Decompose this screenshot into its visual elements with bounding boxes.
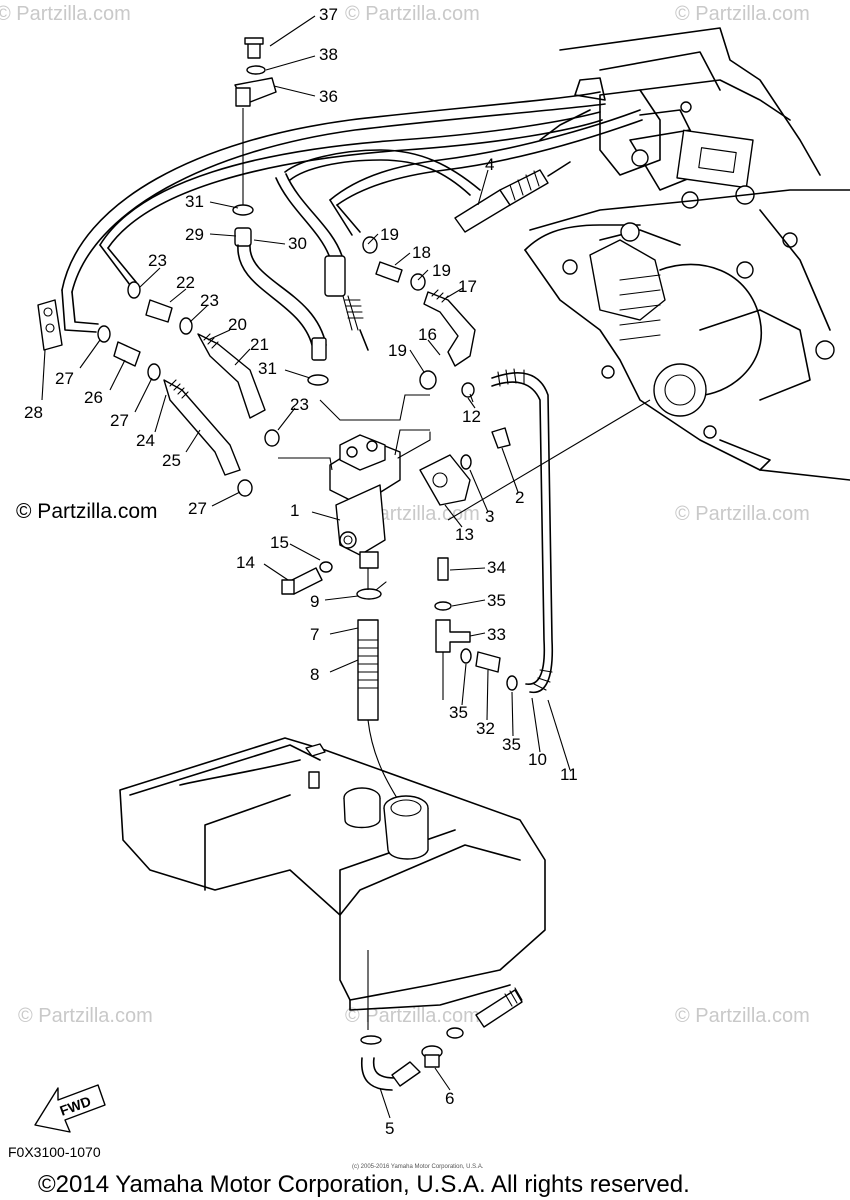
- callout-31-mid: 31: [258, 359, 277, 378]
- hose-17-assembly: [329, 199, 476, 398]
- callout-6: 6: [445, 1089, 454, 1108]
- callout-18: 18: [412, 243, 431, 262]
- diagram-code: F0X3100-1070: [8, 1144, 101, 1160]
- callout-19-c: 19: [388, 341, 407, 360]
- fuel-tank: [119, 737, 546, 1030]
- upper-hoses: [61, 91, 643, 293]
- leader-lines: [41, 15, 571, 1119]
- watermark-bottom-right: © Partzilla.com: [675, 1005, 810, 1027]
- callout-13: 13: [455, 525, 474, 544]
- watermarks: © Partzilla.com © Partzilla.com © Partzi…: [0, 3, 810, 1027]
- callout-24: 24: [136, 431, 155, 450]
- callout-21: 21: [250, 335, 269, 354]
- callout-27-b: 27: [110, 411, 129, 430]
- callout-23-a: 23: [148, 251, 167, 270]
- callout-2: 2: [515, 488, 524, 507]
- callout-4: 4: [485, 155, 494, 174]
- callout-numbers: 37 38 36 31 29 30 4 19 18 19 17 16 19 12…: [24, 5, 578, 1138]
- callout-31-top: 31: [185, 192, 204, 211]
- callout-8: 8: [310, 665, 319, 684]
- copyright-notice: ©2014 Yamaha Motor Corporation, U.S.A. A…: [38, 1171, 690, 1198]
- watermark-bottom-center: © Partzilla.com: [345, 1005, 480, 1027]
- callout-35-c: 35: [502, 735, 521, 754]
- callout-32: 32: [476, 719, 495, 738]
- watermark-mid-right: © Partzilla.com: [675, 503, 810, 525]
- left-hose-assemblies: [37, 244, 280, 497]
- callout-28: 28: [24, 403, 43, 422]
- callout-19-a: 19: [380, 225, 399, 244]
- parts-2-3-12-13: [394, 427, 511, 506]
- callout-20: 20: [228, 315, 247, 334]
- callout-12: 12: [462, 407, 481, 426]
- parts-14-15: [281, 561, 333, 595]
- callout-38: 38: [319, 45, 338, 64]
- callout-30: 30: [288, 234, 307, 253]
- fwd-arrow: FWD: [34, 1084, 106, 1133]
- watermark-top-left: © Partzilla.com: [0, 3, 131, 25]
- callout-35-b: 35: [449, 703, 468, 722]
- callout-15: 15: [270, 533, 289, 552]
- parts-32-35: [434, 557, 518, 700]
- callout-11: 11: [560, 765, 578, 784]
- callout-33: 33: [487, 625, 506, 644]
- callout-26: 26: [84, 388, 103, 407]
- small-copyright: (c) 2005-2016 Yamaha Motor Corporation, …: [352, 1164, 484, 1170]
- callout-27-c: 27: [188, 499, 207, 518]
- callout-17: 17: [458, 277, 477, 296]
- callout-35-a: 35: [487, 591, 506, 610]
- callout-27-a: 27: [55, 369, 74, 388]
- watermark-top-center: © Partzilla.com: [345, 3, 480, 25]
- watermark-prominent: © Partzilla.com: [16, 500, 158, 523]
- callout-29: 29: [185, 225, 204, 244]
- callout-1: 1: [290, 501, 299, 520]
- callout-37: 37: [319, 5, 338, 24]
- hose-10-11: [447, 368, 651, 694]
- callout-7: 7: [310, 625, 319, 644]
- callout-16: 16: [418, 325, 437, 344]
- callout-5: 5: [385, 1119, 394, 1138]
- callout-23-b: 23: [200, 291, 219, 310]
- engine-block: [524, 27, 850, 481]
- callout-25: 25: [162, 451, 181, 470]
- callout-9: 9: [310, 592, 319, 611]
- callout-3: 3: [485, 507, 494, 526]
- part-36-bracket: [234, 37, 277, 205]
- callout-14: 14: [236, 553, 255, 572]
- callout-10: 10: [528, 750, 547, 769]
- part-1-fuel-pump: [278, 394, 431, 569]
- callout-36: 36: [319, 87, 338, 106]
- callout-23-c: 23: [290, 395, 309, 414]
- parts-5-6: [360, 1027, 464, 1091]
- part-4-fuel-filter: [454, 161, 571, 233]
- watermark-bottom-left: © Partzilla.com: [18, 1005, 153, 1027]
- callout-19-b: 19: [432, 261, 451, 280]
- watermark-top-right: © Partzilla.com: [675, 3, 810, 25]
- callout-22: 22: [176, 273, 195, 292]
- callout-34: 34: [487, 558, 506, 577]
- center-hose-assembly: [275, 173, 369, 351]
